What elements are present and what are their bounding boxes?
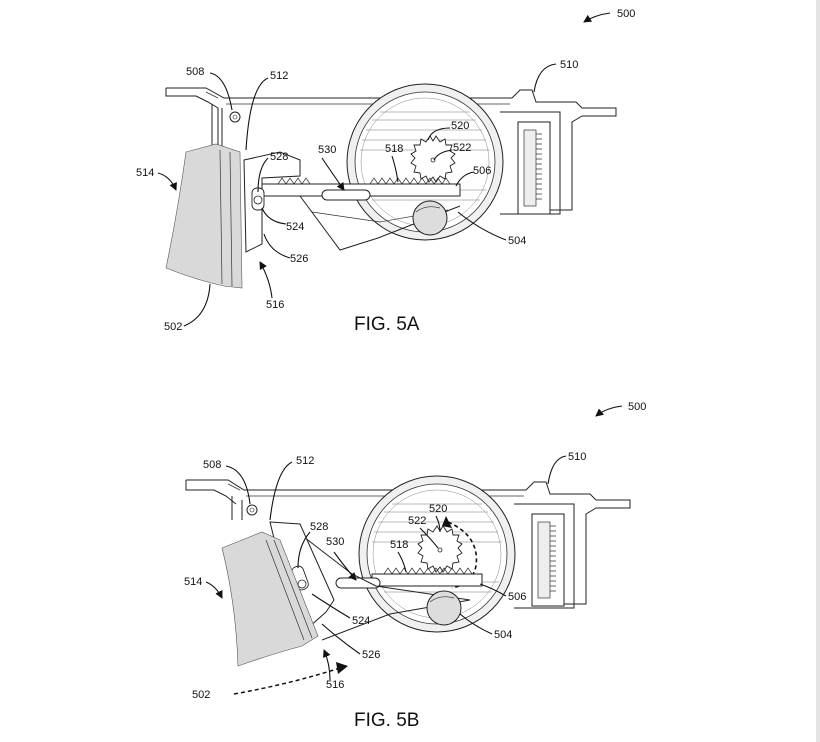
label-520: 520 — [451, 120, 469, 132]
label-520-b: 520 — [429, 503, 447, 515]
label-524-b: 524 — [352, 615, 370, 627]
figure-5b: 500 — [184, 401, 646, 731]
label-502-b: 502 — [192, 689, 210, 701]
label-522: 522 — [453, 142, 471, 154]
label-530-b: 530 — [326, 536, 344, 548]
label-504: 504 — [508, 235, 526, 247]
label-514-b: 514 — [184, 576, 202, 588]
label-530: 530 — [318, 144, 336, 156]
label-518: 518 — [385, 143, 403, 155]
label-506: 506 — [473, 165, 491, 177]
label-528-b: 528 — [310, 521, 328, 533]
label-522-b: 522 — [408, 515, 426, 527]
label-508: 508 — [186, 66, 204, 78]
label-502: 502 — [164, 321, 182, 333]
label-518-b: 518 — [390, 539, 408, 551]
label-516-b: 516 — [326, 679, 344, 691]
label-516: 516 — [266, 299, 284, 311]
label-528: 528 — [270, 151, 288, 163]
label-524: 524 — [286, 221, 304, 233]
label-510: 510 — [560, 59, 578, 71]
label-526-b: 526 — [362, 649, 380, 661]
label-508-b: 508 — [203, 459, 221, 471]
caption-fig-5a: FIG. 5A — [354, 314, 420, 335]
page-edge — [816, 0, 820, 742]
ref-numeral-500-b: 500 — [628, 401, 646, 413]
label-506-b: 506 — [508, 591, 526, 603]
label-512-b: 512 — [296, 455, 314, 467]
caption-fig-5b: FIG. 5B — [354, 710, 419, 731]
ref-numeral-500: 500 — [617, 8, 635, 20]
label-526: 526 — [290, 253, 308, 265]
figure-5a: 500 — [136, 8, 635, 335]
label-504-b: 504 — [494, 629, 512, 641]
label-510-b: 510 — [568, 451, 586, 463]
label-514: 514 — [136, 167, 154, 179]
label-512: 512 — [270, 70, 288, 82]
